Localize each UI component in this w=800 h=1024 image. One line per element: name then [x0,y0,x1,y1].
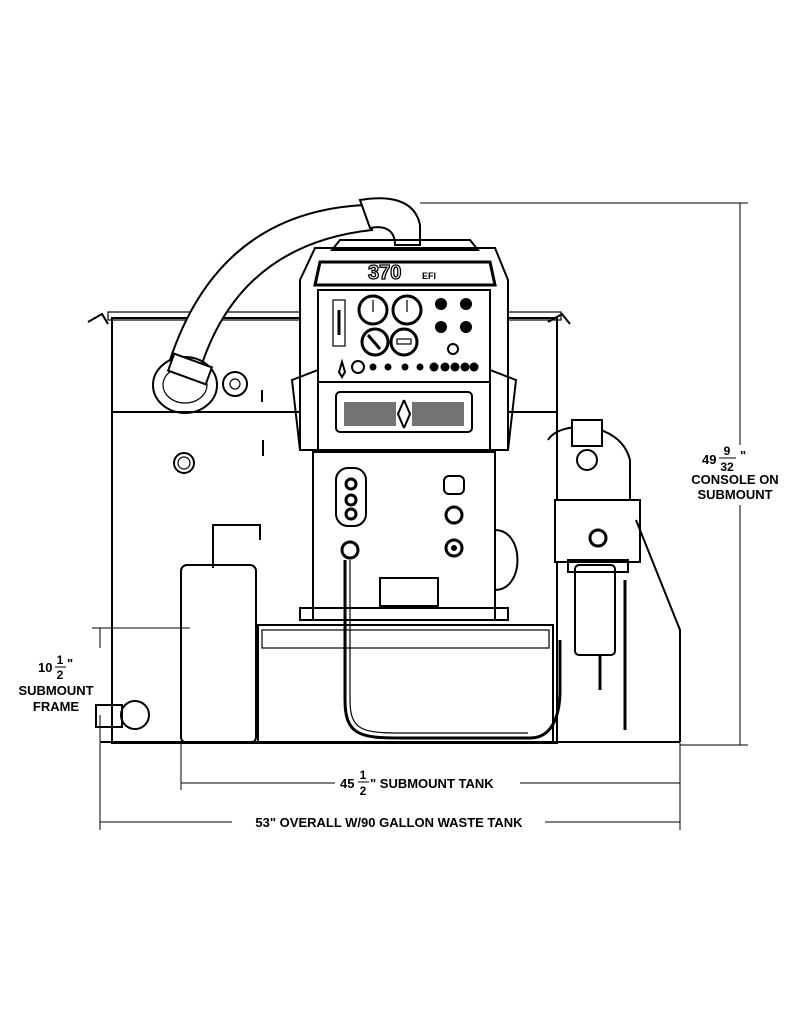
vacuum-hose [152,197,421,414]
dim-unit: " [740,448,746,463]
gauges [357,294,423,357]
indicator-lights [337,358,479,379]
dim-label-line1: CONSOLE ON [691,472,778,487]
dimension-submount-frame: 10 1 2 " SUBMOUNT FRAME [18,653,93,714]
dim-denominator: 2 [57,668,64,682]
model-logo: 370 [368,262,401,284]
model-logo-suffix: EFI [422,271,436,281]
dim-numerator: 1 [57,653,64,667]
dim-label: " SUBMOUNT TANK [370,776,494,791]
heat-exchanger-assembly [547,419,681,742]
dimension-overall: 53" OVERALL W/90 GALLON WASTE TANK [255,815,523,830]
vent-fitting [222,371,248,397]
dim-whole: 49 [702,452,716,467]
dim-whole: 45 [340,776,354,791]
dim-numerator: 9 [724,444,731,458]
dim-denominator: 32 [720,460,734,474]
dim-label-line1: SUBMOUNT [18,683,93,698]
dim-label-line2: SUBMOUNT [697,487,772,502]
dimension-submount-tank: 45 1 2 " SUBMOUNT TANK [340,768,494,798]
submount-frame [95,524,680,744]
grille-mesh [344,399,464,429]
hour-meter [332,299,346,347]
control-knobs [435,298,472,355]
dim-denominator: 2 [360,784,367,798]
dimension-console-height: 49 9 32 " CONSOLE ON SUBMOUNT [691,444,778,502]
dim-numerator: 1 [360,768,367,782]
dim-whole: 10 [38,660,52,675]
grille [335,391,473,433]
console: 370 EFI [290,239,518,451]
dim-label-line2: FRAME [33,699,80,714]
dim-unit: " [67,656,73,671]
engine-block [299,451,519,621]
dimension-lines [92,202,748,830]
dim-label: 53" OVERALL W/90 GALLON WASTE TANK [255,815,523,830]
